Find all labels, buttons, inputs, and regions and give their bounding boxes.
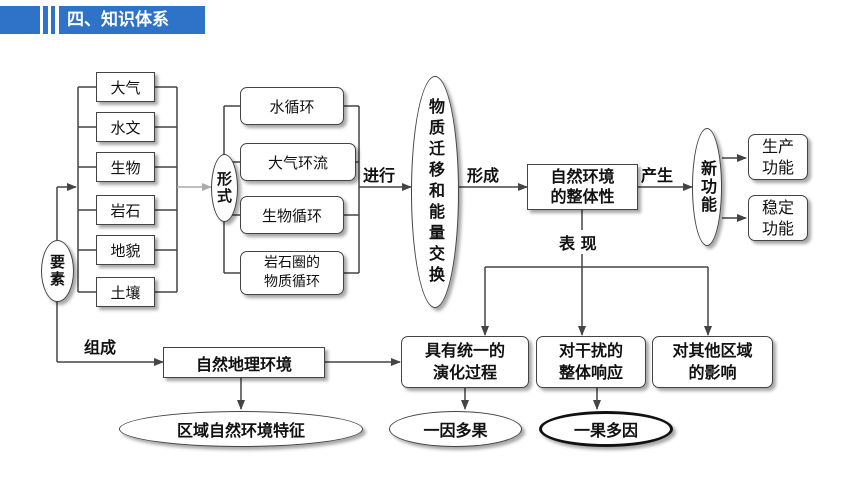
- elements-label: 要素: [48, 254, 66, 288]
- geo-environment-box: 自然地理环境: [163, 347, 325, 378]
- form-box-atmospheric-circulation: 大气环流: [240, 143, 356, 181]
- proceed-label: 进行: [363, 166, 396, 185]
- result-one-cause-many-effects: 一因多果: [389, 411, 522, 447]
- form-box-biological-cycle: 生物循环: [240, 196, 344, 234]
- header-accent-stripe: [51, 6, 55, 34]
- form-label: 形成: [467, 166, 500, 185]
- forms-label-node: 形式: [211, 154, 238, 222]
- manifest-label: 表 现: [557, 230, 599, 254]
- produce-label: 产生: [641, 166, 674, 185]
- form-box-lithosphere-cycle: 岩石圈的 物质循环: [240, 251, 344, 295]
- element-box-soil: 土壤: [96, 277, 155, 307]
- elements-label-node: 要素: [41, 240, 74, 302]
- header-accent-stripe: [43, 6, 48, 34]
- manifest-box-overall-response: 对干扰的 整体响应: [536, 336, 646, 388]
- element-box-atmosphere: 大气: [96, 72, 155, 102]
- element-box-landform: 地貌: [96, 235, 155, 265]
- exchange-label: 物质迁移和能量交换: [426, 97, 445, 287]
- result-regional-features: 区域自然环境特征: [119, 411, 363, 447]
- manifest-box-regional-influence: 对其他区域 的影响: [652, 336, 773, 388]
- stability-function-box: 稳定 功能: [748, 195, 808, 241]
- result-one-effect-many-causes: 一果多因: [539, 411, 673, 447]
- element-box-hydrology: 水文: [96, 112, 155, 142]
- form-box-water-cycle: 水循环: [240, 87, 344, 125]
- compose-label: 组成: [84, 338, 117, 357]
- manifest-box-unified-evolution: 具有统一的 演化过程: [401, 336, 529, 388]
- exchange-node: 物质迁移和能量交换: [411, 76, 459, 308]
- forms-label: 形式: [215, 171, 233, 205]
- header-accent-bar: [0, 6, 40, 34]
- production-function-box: 生产 功能: [748, 134, 808, 180]
- element-box-biology: 生物: [96, 152, 155, 182]
- element-box-rock: 岩石: [96, 195, 155, 225]
- page-title: 四、知识体系: [59, 6, 205, 34]
- new-function-label: 新功能: [698, 160, 717, 214]
- integrity-box: 自然环境 的整体性: [527, 164, 638, 210]
- new-function-node: 新功能: [692, 128, 722, 246]
